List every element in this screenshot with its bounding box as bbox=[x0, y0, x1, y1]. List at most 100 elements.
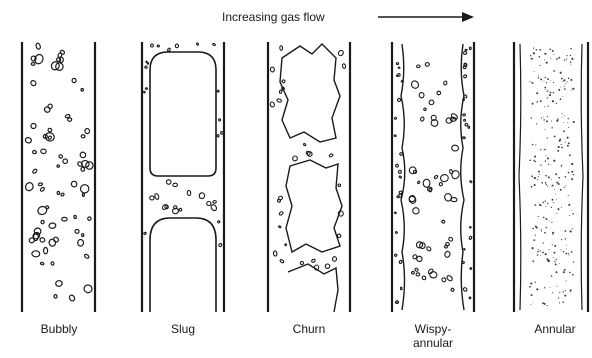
bubble bbox=[399, 176, 402, 179]
droplet bbox=[560, 138, 562, 140]
droplet bbox=[545, 175, 547, 177]
droplet bbox=[533, 47, 534, 48]
droplet bbox=[538, 75, 539, 76]
droplet bbox=[560, 249, 561, 250]
droplet bbox=[534, 184, 536, 186]
droplet bbox=[568, 77, 570, 79]
droplet bbox=[544, 59, 545, 60]
droplet bbox=[573, 261, 574, 262]
droplet bbox=[534, 177, 536, 179]
bubble bbox=[394, 212, 396, 214]
droplet bbox=[570, 291, 571, 292]
bubble bbox=[32, 150, 36, 154]
bubble bbox=[270, 67, 274, 72]
droplet bbox=[545, 201, 546, 202]
bubble bbox=[441, 220, 445, 224]
droplet bbox=[539, 174, 540, 175]
droplet bbox=[554, 261, 555, 262]
droplet bbox=[560, 87, 561, 88]
bubble bbox=[470, 267, 472, 269]
bubble bbox=[81, 234, 83, 237]
bubble bbox=[218, 243, 222, 247]
bubble bbox=[412, 207, 419, 214]
label-churn: Churn bbox=[274, 322, 344, 336]
bubble bbox=[32, 168, 38, 173]
bubble bbox=[279, 90, 282, 94]
droplet bbox=[568, 118, 569, 119]
bubble bbox=[423, 179, 430, 187]
droplet bbox=[550, 80, 551, 81]
droplet bbox=[570, 55, 571, 56]
droplet bbox=[552, 292, 553, 293]
droplet bbox=[551, 222, 552, 223]
droplet bbox=[547, 203, 548, 204]
droplet bbox=[561, 78, 563, 80]
droplet bbox=[548, 164, 549, 165]
droplet bbox=[531, 58, 533, 60]
droplet bbox=[533, 239, 535, 241]
droplet bbox=[543, 217, 545, 219]
droplet bbox=[544, 129, 545, 130]
droplet bbox=[567, 137, 569, 139]
droplet bbox=[536, 92, 538, 94]
bubble bbox=[38, 183, 42, 186]
droplet bbox=[535, 226, 537, 228]
bubble bbox=[444, 251, 451, 258]
bubble bbox=[57, 165, 60, 168]
droplet bbox=[569, 215, 570, 216]
droplet bbox=[556, 213, 557, 214]
droplet bbox=[547, 116, 548, 117]
droplet bbox=[536, 101, 538, 103]
bubble bbox=[311, 259, 316, 263]
droplet bbox=[534, 155, 536, 157]
bubble bbox=[41, 220, 44, 224]
droplet bbox=[537, 251, 539, 253]
bubble bbox=[35, 43, 41, 50]
bubble bbox=[449, 169, 453, 174]
droplet bbox=[558, 297, 559, 298]
bubble bbox=[462, 137, 465, 139]
bubble bbox=[285, 244, 287, 246]
bubble bbox=[40, 187, 45, 192]
bubble bbox=[25, 137, 32, 144]
droplet bbox=[556, 259, 557, 260]
bubble bbox=[303, 143, 306, 146]
droplet bbox=[556, 286, 557, 287]
bubble bbox=[74, 229, 79, 234]
bubble bbox=[282, 79, 286, 83]
droplet bbox=[541, 165, 542, 166]
droplet bbox=[562, 117, 563, 118]
tube-wispy-annular bbox=[392, 42, 474, 312]
droplet bbox=[544, 53, 546, 55]
bubble bbox=[44, 248, 48, 254]
bubble bbox=[81, 135, 85, 139]
bubble bbox=[428, 99, 435, 106]
droplet bbox=[537, 179, 538, 180]
bubble bbox=[218, 119, 220, 121]
bubble bbox=[469, 47, 471, 50]
bubble bbox=[399, 191, 402, 194]
bubble bbox=[83, 284, 93, 294]
droplet bbox=[568, 253, 569, 254]
bubble bbox=[468, 126, 470, 128]
droplet bbox=[552, 233, 553, 234]
bubble bbox=[293, 156, 298, 161]
bubble bbox=[396, 63, 398, 65]
bubble bbox=[416, 273, 420, 276]
droplet bbox=[539, 56, 541, 58]
droplet bbox=[530, 304, 531, 305]
bubble bbox=[213, 200, 217, 203]
bubble bbox=[41, 149, 47, 154]
droplet bbox=[563, 271, 565, 273]
bubble bbox=[150, 44, 153, 47]
droplet bbox=[551, 207, 552, 208]
bubble bbox=[71, 78, 76, 83]
droplet bbox=[530, 282, 532, 284]
droplet bbox=[546, 184, 547, 185]
bubble bbox=[147, 62, 149, 64]
droplet bbox=[544, 150, 545, 151]
droplet bbox=[565, 142, 566, 143]
tube-bubbly bbox=[22, 42, 95, 312]
droplet bbox=[557, 150, 559, 152]
